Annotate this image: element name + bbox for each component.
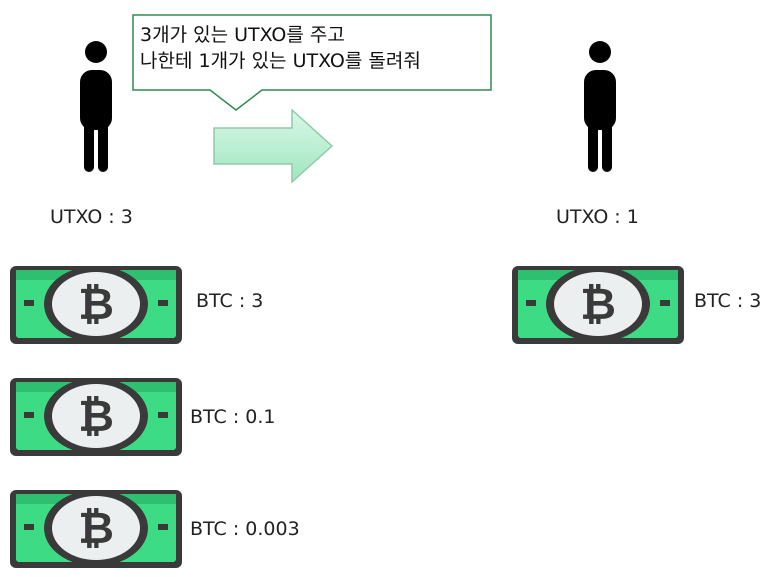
bitcoin-bill-icon: ₿ xyxy=(512,266,684,344)
receiver-utxo-label: UTXO : 1 xyxy=(556,206,639,228)
message-line-1: 3개가 있는 UTXO를 주고 xyxy=(140,24,345,46)
right-arrow-icon xyxy=(213,108,334,184)
sender-coin-2-label: BTC : 0.1 xyxy=(190,406,276,428)
svg-text:₿: ₿ xyxy=(78,391,114,442)
svg-text:₿: ₿ xyxy=(78,279,114,330)
svg-text:₿: ₿ xyxy=(580,279,616,330)
bitcoin-bill-icon: ₿ xyxy=(10,266,182,344)
bitcoin-bill-icon: ₿ xyxy=(10,490,182,568)
receiver-person-icon xyxy=(584,41,616,172)
sender-coin-3-label: BTC : 0.003 xyxy=(190,518,300,540)
message-line-2: 나한테 1개가 있는 UTXO를 돌려줘 xyxy=(140,50,421,72)
bitcoin-bill-icon: ₿ xyxy=(10,378,182,456)
sender-person-icon xyxy=(80,41,112,172)
message-callout xyxy=(132,14,492,111)
svg-text:₿: ₿ xyxy=(78,503,114,554)
sender-utxo-label: UTXO : 3 xyxy=(50,206,133,228)
sender-coin-1-label: BTC : 3 xyxy=(196,290,264,312)
message-text: 3개가 있는 UTXO를 주고 나한테 1개가 있는 UTXO를 돌려줘 xyxy=(140,22,490,74)
receiver-coin-1-label: BTC : 3 xyxy=(694,290,762,312)
